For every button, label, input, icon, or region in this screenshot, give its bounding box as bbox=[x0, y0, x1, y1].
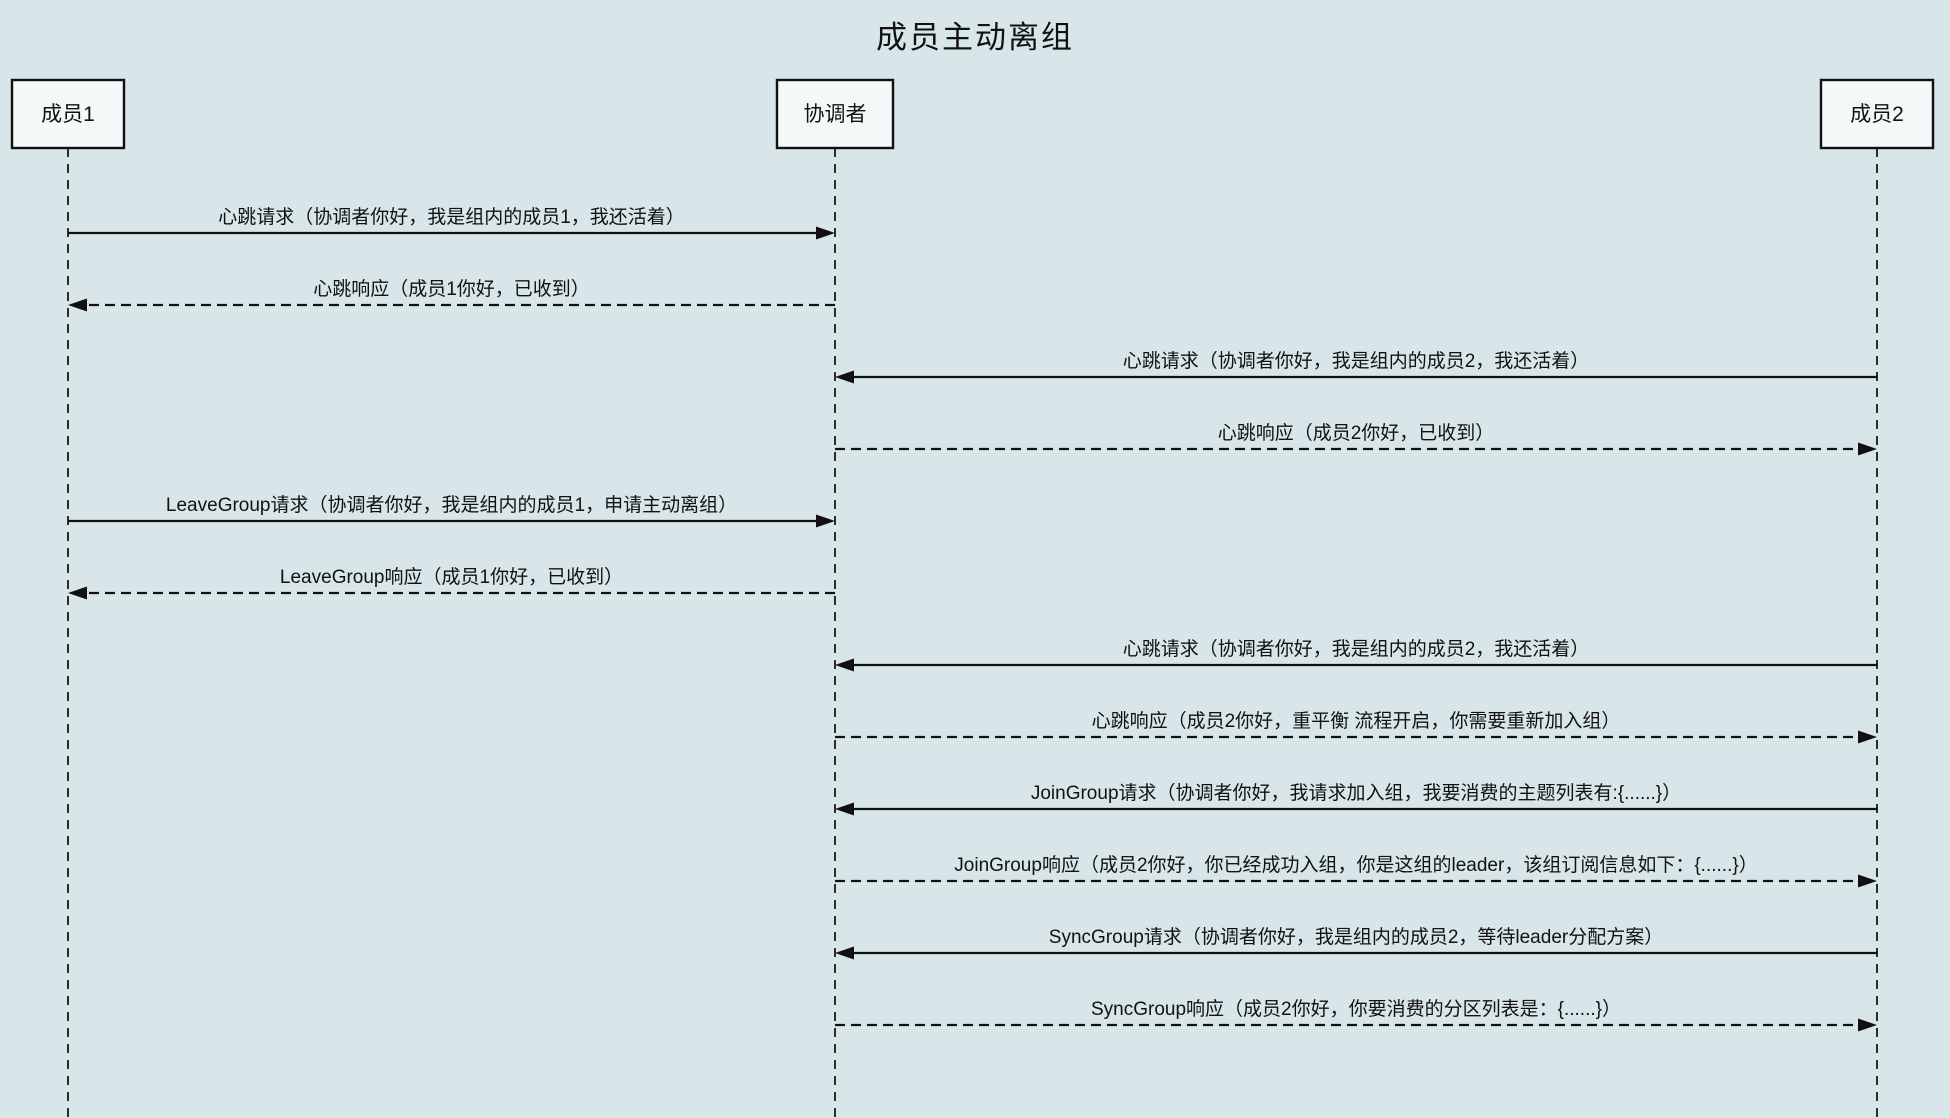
message-label-6: 心跳请求（协调者你好，我是组内的成员2，我还活着） bbox=[1123, 638, 1590, 660]
message-label-2: 心跳请求（协调者你好，我是组内的成员2，我还活着） bbox=[1123, 350, 1590, 372]
message-arrowhead-6 bbox=[835, 658, 854, 672]
message-label-8: JoinGroup请求（协调者你好，我请求加入组，我要消费的主题列表有:{...… bbox=[1031, 782, 1681, 804]
message-label-0: 心跳请求（协调者你好，我是组内的成员1，我还活着） bbox=[218, 206, 685, 228]
message-label-9: JoinGroup响应（成员2你好，你已经成功入组，你是这组的leader，该组… bbox=[954, 854, 1757, 876]
diagram-title: 成员主动离组 bbox=[876, 20, 1074, 55]
message-arrowhead-2 bbox=[835, 370, 854, 384]
message-label-1: 心跳响应（成员1你好，已收到） bbox=[313, 278, 590, 300]
message-arrowhead-11 bbox=[1858, 1018, 1877, 1032]
actor-box-coordinator bbox=[775, 78, 895, 150]
message-arrowhead-4 bbox=[816, 514, 835, 528]
message-arrowhead-9 bbox=[1858, 874, 1877, 888]
message-label-5: LeaveGroup响应（成员1你好，已收到） bbox=[280, 566, 623, 588]
actor-label-coordinator: 协调者 bbox=[804, 103, 867, 126]
message-arrowhead-8 bbox=[835, 802, 854, 816]
actor-label-member2: 成员2 bbox=[1850, 103, 1904, 126]
message-arrowhead-1 bbox=[68, 298, 87, 312]
message-label-11: SyncGroup响应（成员2你好，你要消费的分区列表是：{......}） bbox=[1091, 998, 1621, 1020]
message-arrowhead-7 bbox=[1858, 730, 1877, 744]
actor-label-member1: 成员1 bbox=[41, 103, 95, 126]
message-label-3: 心跳响应（成员2你好，已收到） bbox=[1218, 422, 1495, 444]
message-label-4: LeaveGroup请求（协调者你好，我是组内的成员1，申请主动离组） bbox=[166, 494, 737, 516]
message-arrowhead-0 bbox=[816, 226, 835, 240]
message-arrowhead-5 bbox=[68, 586, 87, 600]
actor-box-member2 bbox=[1819, 78, 1935, 150]
message-label-10: SyncGroup请求（协调者你好，我是组内的成员2，等待leader分配方案） bbox=[1049, 926, 1663, 948]
message-arrowhead-3 bbox=[1858, 442, 1877, 456]
message-arrowhead-10 bbox=[835, 946, 854, 960]
actor-box-member1 bbox=[10, 78, 126, 150]
message-label-7: 心跳响应（成员2你好，重平衡 流程开启，你需要重新加入组） bbox=[1092, 710, 1621, 732]
